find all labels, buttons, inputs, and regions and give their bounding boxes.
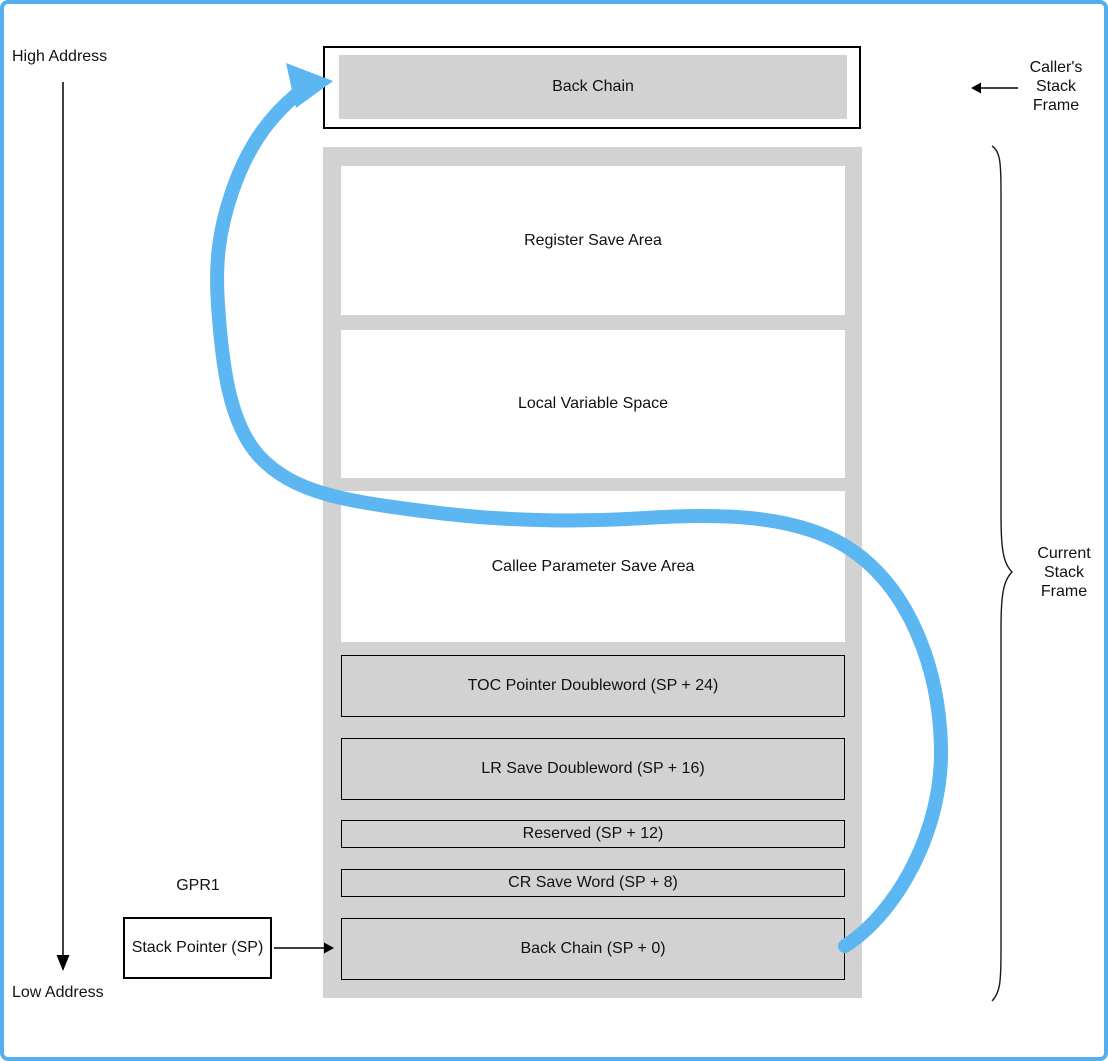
register-save-area-label: Register Save Area (524, 231, 662, 249)
toc-pointer-doubleword-label: TOC Pointer Doubleword (SP + 24) (467, 677, 719, 694)
current-stack-frame-line2: Stack (1043, 564, 1084, 581)
high-address-label: High Address (12, 48, 108, 65)
back-chain-sp0-label: Back Chain (SP + 0) (520, 940, 666, 957)
stack-pointer-label: Stack Pointer (SP) (131, 939, 264, 956)
caller-back-chain-box: Back Chain (323, 46, 861, 129)
callers-stack-frame-line1: Caller's (1029, 59, 1083, 76)
current-stack-frame-line3: Frame (1040, 583, 1088, 600)
back-chain-sp0-box: Back Chain (SP + 0) (341, 918, 845, 980)
current-stack-frame-line1: Current (1037, 545, 1091, 562)
cr-save-word-label: CR Save Word (SP + 8) (508, 874, 678, 891)
lr-save-doubleword-label: LR Save Doubleword (SP + 16) (481, 760, 705, 777)
stack-pointer-box: Stack Pointer (SP) (123, 917, 272, 979)
lr-save-doubleword-box: LR Save Doubleword (SP + 16) (341, 738, 845, 800)
reserved-label: Reserved (SP + 12) (522, 825, 664, 842)
callee-parameter-save-area-label: Callee Parameter Save Area (491, 557, 695, 575)
gpr1-label: GPR1 (176, 877, 220, 894)
callee-parameter-save-area-box: Callee Parameter Save Area (341, 491, 845, 642)
local-variable-space-box: Local Variable Space (341, 330, 845, 478)
caller-frame-pointer-arrowhead-icon (971, 82, 981, 94)
cr-save-word-box: CR Save Word (SP + 8) (341, 869, 845, 897)
reserved-box: Reserved (SP + 12) (341, 820, 845, 848)
callers-stack-frame-line3: Frame (1032, 97, 1080, 114)
current-stack-frame-container: Register Save Area Local Variable Space … (323, 147, 862, 998)
callers-stack-frame-label: Caller's Stack Frame (1020, 58, 1092, 115)
toc-pointer-doubleword-box: TOC Pointer Doubleword (SP + 24) (341, 655, 845, 717)
caller-back-chain-cell: Back Chain (339, 55, 847, 119)
address-direction-arrowhead-icon (56, 955, 70, 971)
low-address-label: Low Address (12, 984, 104, 1001)
callers-stack-frame-line2: Stack (1035, 78, 1076, 95)
current-frame-brace (991, 145, 1013, 1002)
register-save-area-box: Register Save Area (341, 166, 845, 315)
current-stack-frame-label: Current Stack Frame (1028, 544, 1100, 601)
local-variable-space-label: Local Variable Space (517, 395, 669, 412)
